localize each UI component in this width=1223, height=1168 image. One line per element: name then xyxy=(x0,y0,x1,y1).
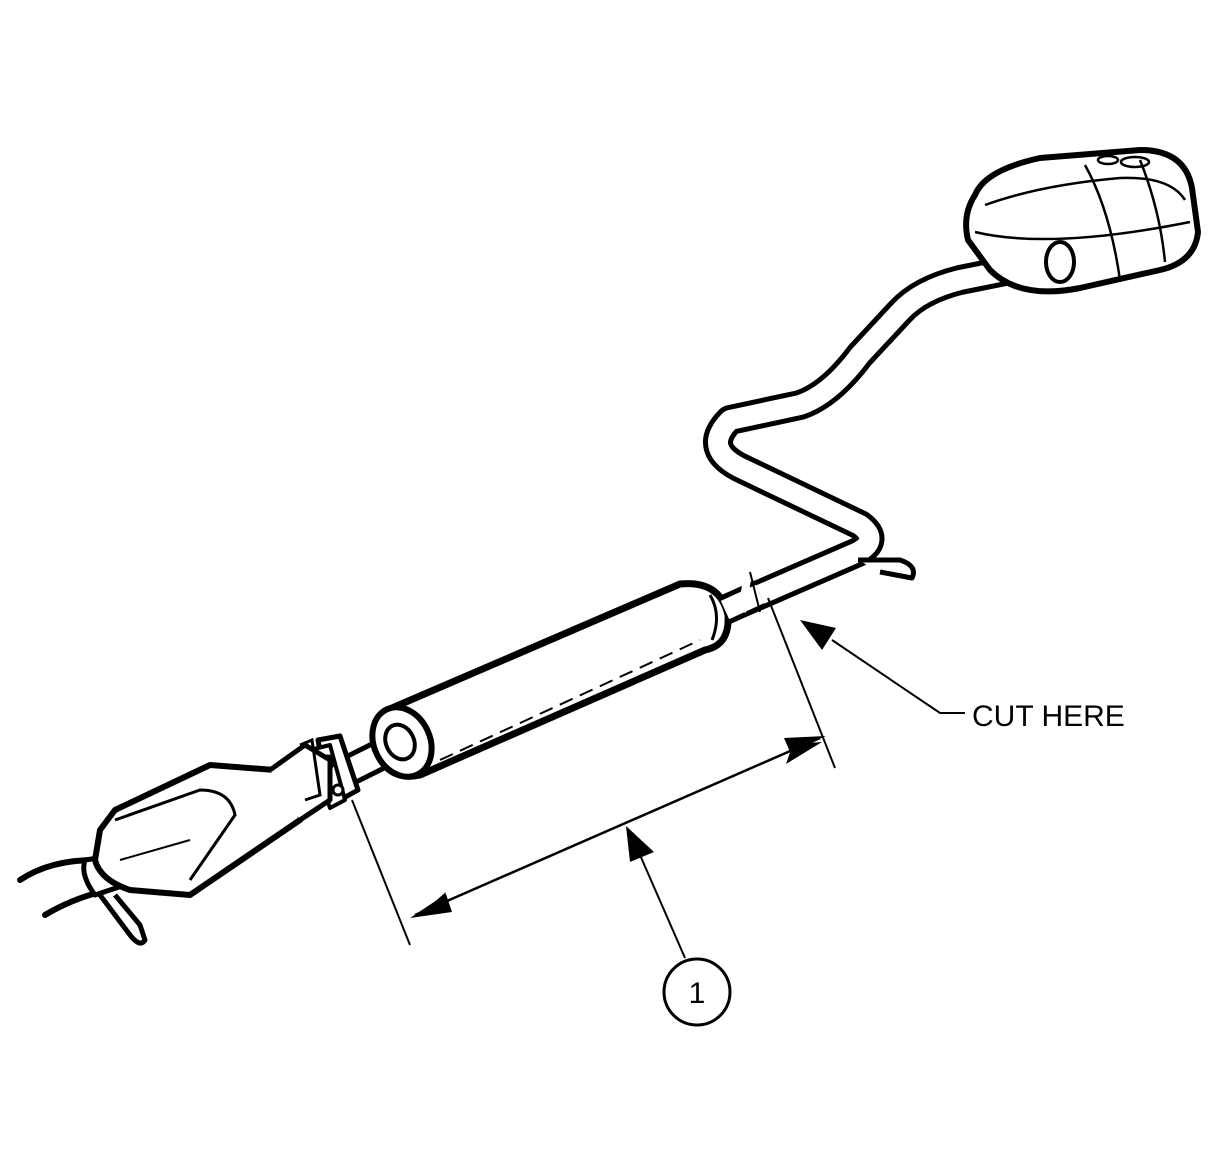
cut-here-arrow xyxy=(800,620,836,650)
cut-mark xyxy=(738,571,761,613)
resonator xyxy=(369,580,732,780)
cut-here-label: CUT HERE xyxy=(972,700,1125,733)
extension-line-left xyxy=(351,799,411,946)
dimension-lines xyxy=(351,597,836,946)
rear-muffler xyxy=(963,147,1201,295)
catalytic-converter xyxy=(17,737,333,946)
rear-hanger-bracket xyxy=(858,557,916,581)
item-1-callout: 1 xyxy=(662,957,732,1027)
item-1-leader xyxy=(626,826,686,959)
cut-here-callout: CUT HERE xyxy=(800,620,1125,733)
item-1-number: 1 xyxy=(689,977,706,1010)
dimension-line xyxy=(414,736,821,917)
tail-pipe xyxy=(703,247,1065,627)
extension-line-right xyxy=(767,597,836,769)
item-1-leader-arrow xyxy=(626,826,654,862)
